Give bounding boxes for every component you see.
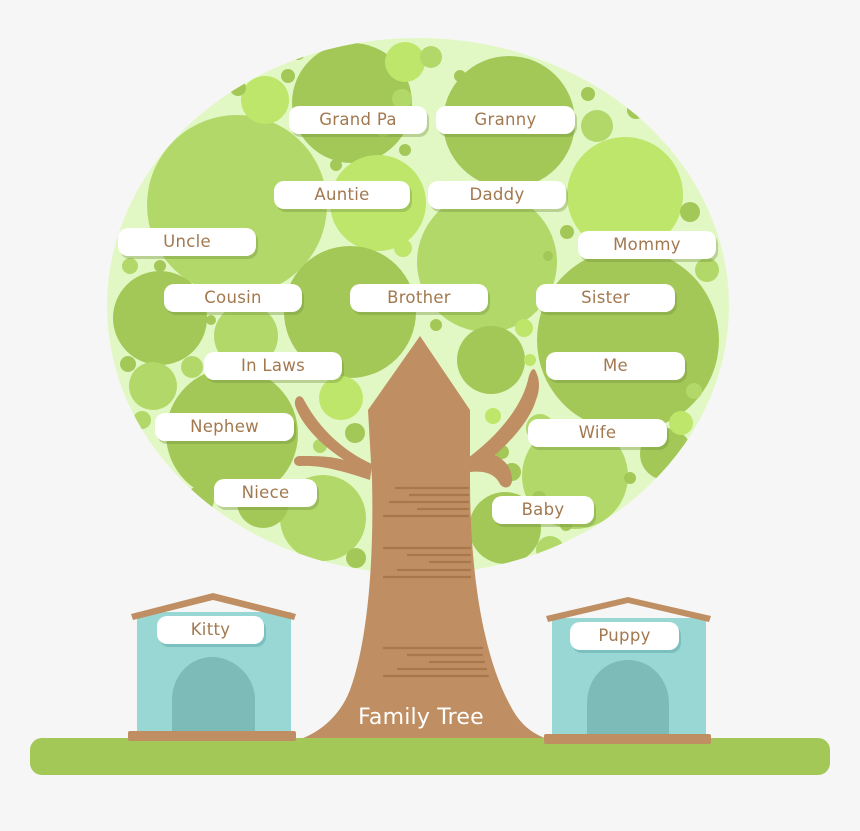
ground [30,738,830,775]
label-nephew[interactable]: Nephew [155,413,294,441]
label-wife[interactable]: Wife [528,419,667,447]
label-brother[interactable]: Brother [350,284,488,312]
label-puppy[interactable]: Puppy [570,622,679,650]
tree-title: Family Tree [358,705,484,730]
tree-trunk [290,336,560,742]
puppy-house [544,597,711,744]
label-niece[interactable]: Niece [214,479,317,507]
label-daddy[interactable]: Daddy [428,181,566,209]
label-granny[interactable]: Granny [436,106,575,134]
label-kitty[interactable]: Kitty [157,616,264,644]
label-me[interactable]: Me [546,352,685,380]
label-in-laws[interactable]: In Laws [204,352,342,380]
label-auntie[interactable]: Auntie [274,181,410,209]
label-uncle[interactable]: Uncle [118,228,256,256]
label-baby[interactable]: Baby [492,496,594,524]
label-grand-pa[interactable]: Grand Pa [289,106,427,134]
label-sister[interactable]: Sister [536,284,675,312]
label-mommy[interactable]: Mommy [578,231,716,259]
label-cousin[interactable]: Cousin [164,284,302,312]
